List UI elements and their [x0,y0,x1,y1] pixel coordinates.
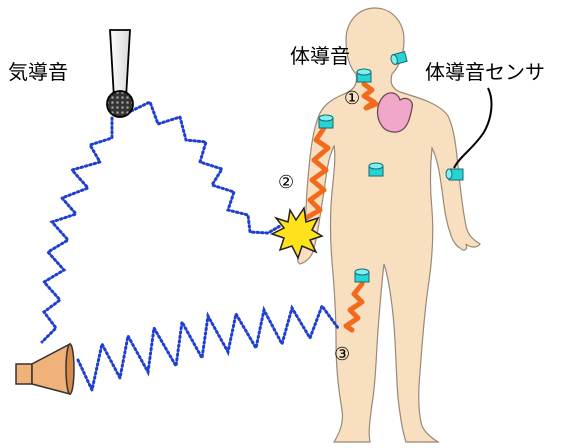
air-wave-mic-to-hand [123,102,280,233]
body-conduction-label: 体導音 [290,40,350,69]
marker-1: ① [344,88,360,109]
speaker-icon [16,344,74,394]
microphone-icon [107,30,133,117]
air-wave-speaker-to-leg [78,306,338,390]
sensor-leader-line [454,88,491,168]
sensor-icon-abdomen [369,163,383,176]
body-sensor-label: 体導音センサ [425,56,545,85]
sensor-icon-arm-right [446,169,463,180]
air-conduction-label: 気導音 [8,56,68,85]
marker-2: ② [278,172,294,193]
air-wave-mic-to-speaker [42,118,112,342]
sensor-icon-chest [357,69,371,82]
sensor-icon-leg [355,269,369,282]
sensor-icon-arm-left [319,115,333,128]
marker-3: ③ [334,344,350,365]
